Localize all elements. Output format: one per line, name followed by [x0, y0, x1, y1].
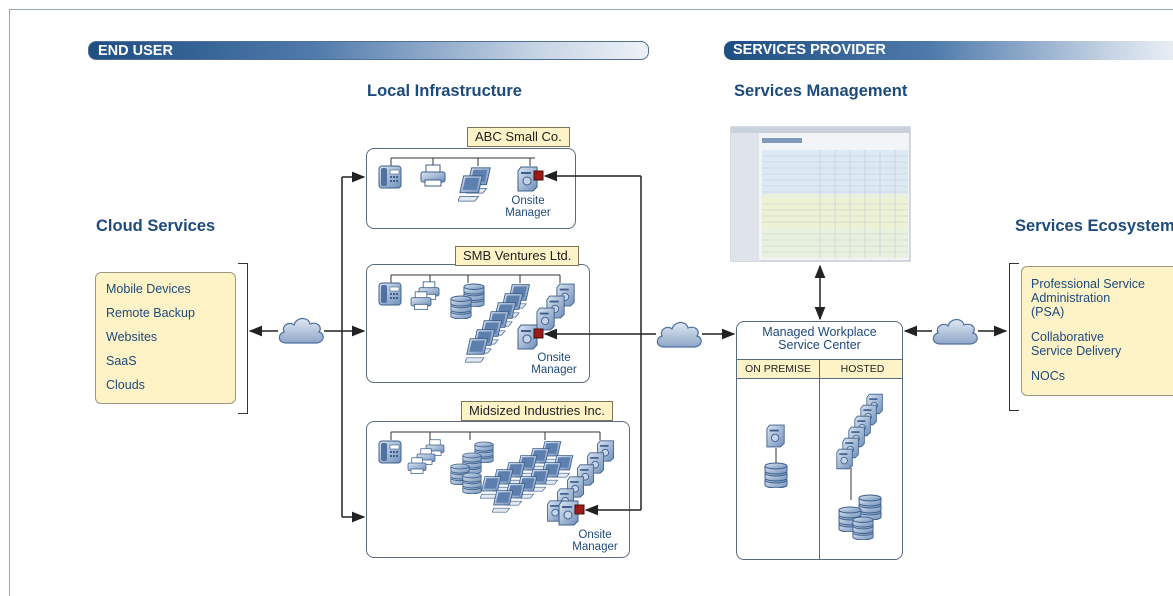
list-item: Mobile Devices	[106, 282, 191, 296]
list-item: Websites	[106, 330, 158, 344]
ecosystem-bracket	[1009, 263, 1019, 411]
list-item: Collaborative	[1031, 330, 1104, 344]
dashboard-screenshot	[730, 126, 911, 262]
cloud-services-title: Cloud Services	[96, 217, 216, 235]
cloud-services-list: Mobile Devices Remote Backup Websites Sa…	[95, 272, 236, 404]
local-infrastructure-title: Local Infrastructure	[367, 82, 522, 100]
list-item: Remote Backup	[106, 306, 195, 320]
end-user-band: END USER	[88, 41, 649, 60]
column-divider	[819, 377, 820, 559]
services-ecosystem-title: Services Ecosystem	[1015, 217, 1173, 235]
list-item: Clouds	[106, 378, 145, 392]
diagram-frame	[9, 9, 1173, 596]
list-item: Service Delivery	[1031, 344, 1122, 358]
list-item: SaaS	[106, 354, 137, 368]
list-item: (PSA)	[1031, 305, 1065, 319]
midsized-network	[378, 431, 615, 526]
site-tag-smb: SMB Ventures Ltd.	[455, 246, 580, 266]
smb-network	[378, 274, 575, 363]
cloud-list-bracket	[238, 263, 248, 414]
service-center-equipment	[764, 393, 883, 540]
cloud-icon	[932, 318, 978, 345]
site-tag-midsized: Midsized Industries Inc.	[461, 401, 613, 421]
abc-network	[378, 157, 544, 202]
services-provider-band: SERVICES PROVIDER	[724, 41, 1173, 60]
site-tag-abc: ABC Small Co.	[467, 127, 570, 147]
list-item: NOCs	[1031, 369, 1066, 383]
cloud-icon	[656, 321, 702, 348]
list-item: Administration	[1031, 291, 1111, 305]
list-item: Professional Service	[1031, 277, 1145, 291]
ecosystem-list: Professional Service Administration (PSA…	[1021, 266, 1173, 396]
services-management-title: Services Management	[734, 82, 908, 100]
col-on-premise: ON PREMISE	[737, 359, 819, 379]
col-hosted: HOSTED	[819, 359, 902, 379]
cloud-icon	[278, 317, 324, 344]
